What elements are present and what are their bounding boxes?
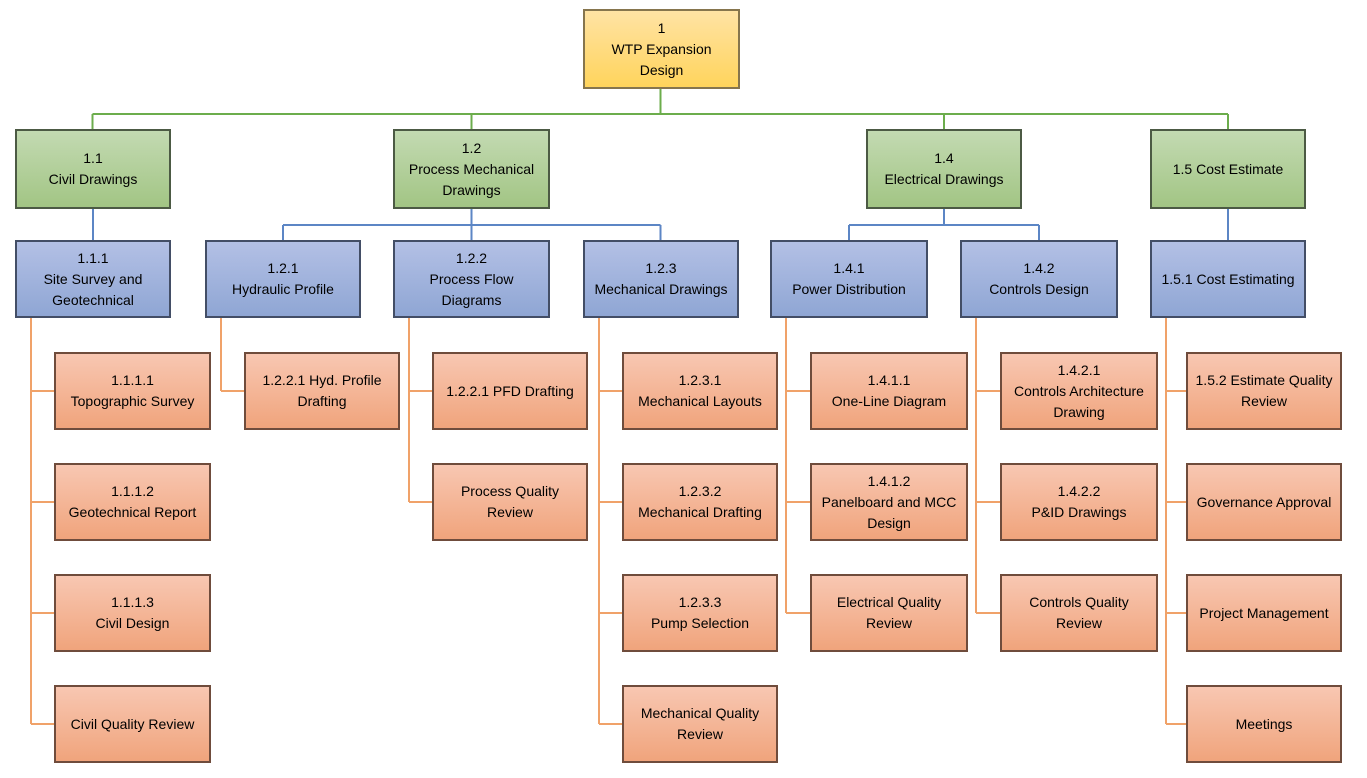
node-label: 1.4 Electrical Drawings (884, 150, 1004, 187)
wbs-node-meetings[interactable]: Meetings (1186, 685, 1342, 763)
wbs-node-electrical-quality-review[interactable]: Electrical Quality Review (810, 574, 968, 652)
wbs-node-project-management[interactable]: Project Management (1186, 574, 1342, 652)
node-label: Governance Approval (1196, 493, 1332, 510)
node-label: Civil Quality Review (70, 715, 195, 732)
node-label: Controls Quality Review (1029, 594, 1129, 631)
wbs-node-1-1-1-3-civil-design[interactable]: 1.1.1.3 Civil Design (54, 574, 211, 652)
wbs-node-hyd-profile-drafting[interactable]: 1.2.2.1 Hyd. Profile Drafting (244, 352, 400, 430)
wbs-node-1-2-3-mechanical-drawings[interactable]: 1.2.3 Mechanical Drawings (583, 240, 739, 318)
node-label: 1.2.3.1 Mechanical Layouts (638, 372, 762, 409)
wbs-node-1-4-2-1-controls-architecture-drawing[interactable]: 1.4.2.1 Controls Architecture Drawing (1000, 352, 1158, 430)
node-label: 1 WTP Expansion Design (611, 19, 712, 78)
node-label: 1.2.1 Hydraulic Profile (232, 260, 334, 297)
node-label: 1.2.3.2 Mechanical Drafting (638, 483, 762, 520)
wbs-node-1-1-1-site-survey-and-geotechnical[interactable]: 1.1.1 Site Survey and Geotechnical (15, 240, 171, 318)
wbs-node-1-2-2-process-flow-diagrams[interactable]: 1.2.2 Process Flow Diagrams (393, 240, 550, 318)
node-label: 1.4.2.1 Controls Architecture Drawing (1014, 361, 1144, 420)
node-label: 1.2.2.1 PFD Drafting (446, 382, 574, 399)
node-label: 1.2.3 Mechanical Drawings (594, 260, 728, 297)
wbs-node-1-2-1-hydraulic-profile[interactable]: 1.2.1 Hydraulic Profile (205, 240, 361, 318)
wbs-node-1-2-process-mechanical-drawings[interactable]: 1.2 Process Mechanical Drawings (393, 129, 550, 209)
node-label: 1.1 Civil Drawings (48, 150, 138, 187)
wbs-node-controls-quality-review[interactable]: Controls Quality Review (1000, 574, 1158, 652)
wbs-node-1-2-3-1-mechanical-layouts[interactable]: 1.2.3.1 Mechanical Layouts (622, 352, 778, 430)
node-label: 1.1.1.3 Civil Design (95, 594, 170, 631)
node-label: 1.4.2.2 P&ID Drawings (1031, 483, 1127, 520)
node-label: Project Management (1199, 604, 1329, 621)
wbs-node-1-2-3-3-pump-selection[interactable]: 1.2.3.3 Pump Selection (622, 574, 778, 652)
wbs-node-pfd-drafting[interactable]: 1.2.2.1 PFD Drafting (432, 352, 588, 430)
wbs-node-process-quality-review[interactable]: Process Quality Review (432, 463, 588, 541)
node-label: 1.5.1 Cost Estimating (1161, 270, 1295, 287)
node-label: 1.1.1.1 Topographic Survey (70, 372, 195, 409)
wbs-node-1-5-1-cost-estimating[interactable]: 1.5.1 Cost Estimating (1150, 240, 1306, 318)
node-label: Electrical Quality Review (836, 594, 942, 631)
node-label: Meetings (1235, 715, 1293, 732)
wbs-node-civil-quality-review[interactable]: Civil Quality Review (54, 685, 211, 763)
wbs-node-1-1-1-1-topographic-survey[interactable]: 1.1.1.1 Topographic Survey (54, 352, 211, 430)
node-label: 1.2.2.1 Hyd. Profile Drafting (262, 372, 382, 409)
wbs-node-1-4-2-2-pid-drawings[interactable]: 1.4.2.2 P&ID Drawings (1000, 463, 1158, 541)
node-label: 1.1.1.2 Geotechnical Report (68, 483, 197, 520)
node-label: 1.4.1 Power Distribution (792, 260, 906, 297)
node-label: 1.2.2 Process Flow Diagrams (429, 249, 514, 308)
node-label: 1.5 Cost Estimate (1172, 160, 1284, 177)
node-label: 1.1.1 Site Survey and Geotechnical (43, 249, 143, 308)
node-label: 1.4.1.2 Panelboard and MCC Design (821, 472, 957, 531)
node-label: 1.5.2 Estimate Quality Review (1195, 372, 1333, 409)
wbs-node-1-4-1-power-distribution[interactable]: 1.4.1 Power Distribution (770, 240, 928, 318)
connectors-orange (30, 318, 1186, 725)
node-label: Process Quality Review (460, 483, 560, 520)
wbs-node-1-4-2-controls-design[interactable]: 1.4.2 Controls Design (960, 240, 1118, 318)
wbs-node-1-4-electrical-drawings[interactable]: 1.4 Electrical Drawings (866, 129, 1022, 209)
wbs-node-1-wtp-expansion-design[interactable]: 1 WTP Expansion Design (583, 9, 740, 89)
node-label: 1.4.1.1 One-Line Diagram (831, 372, 947, 409)
node-label: 1.4.2 Controls Design (989, 260, 1089, 297)
wbs-node-1-4-1-2-panelboard-and-mcc-design[interactable]: 1.4.1.2 Panelboard and MCC Design (810, 463, 968, 541)
connectors-green (91, 89, 1229, 129)
wbs-node-1-5-cost-estimate[interactable]: 1.5 Cost Estimate (1150, 129, 1306, 209)
wbs-node-1-4-1-1-one-line-diagram[interactable]: 1.4.1.1 One-Line Diagram (810, 352, 968, 430)
wbs-node-1-2-3-2-mechanical-drafting[interactable]: 1.2.3.2 Mechanical Drafting (622, 463, 778, 541)
node-label: 1.2 Process Mechanical Drawings (408, 139, 535, 198)
wbs-node-mechanical-quality-review[interactable]: Mechanical Quality Review (622, 685, 778, 763)
node-label: Mechanical Quality Review (640, 705, 760, 742)
wbs-node-1-1-1-2-geotechnical-report[interactable]: 1.1.1.2 Geotechnical Report (54, 463, 211, 541)
wbs-node-1-5-2-estimate-quality-review[interactable]: 1.5.2 Estimate Quality Review (1186, 352, 1342, 430)
wbs-node-1-1-civil-drawings[interactable]: 1.1 Civil Drawings (15, 129, 171, 209)
node-label: 1.2.3.3 Pump Selection (650, 594, 750, 631)
wbs-node-governance-approval[interactable]: Governance Approval (1186, 463, 1342, 541)
connectors-blue (92, 209, 1229, 240)
